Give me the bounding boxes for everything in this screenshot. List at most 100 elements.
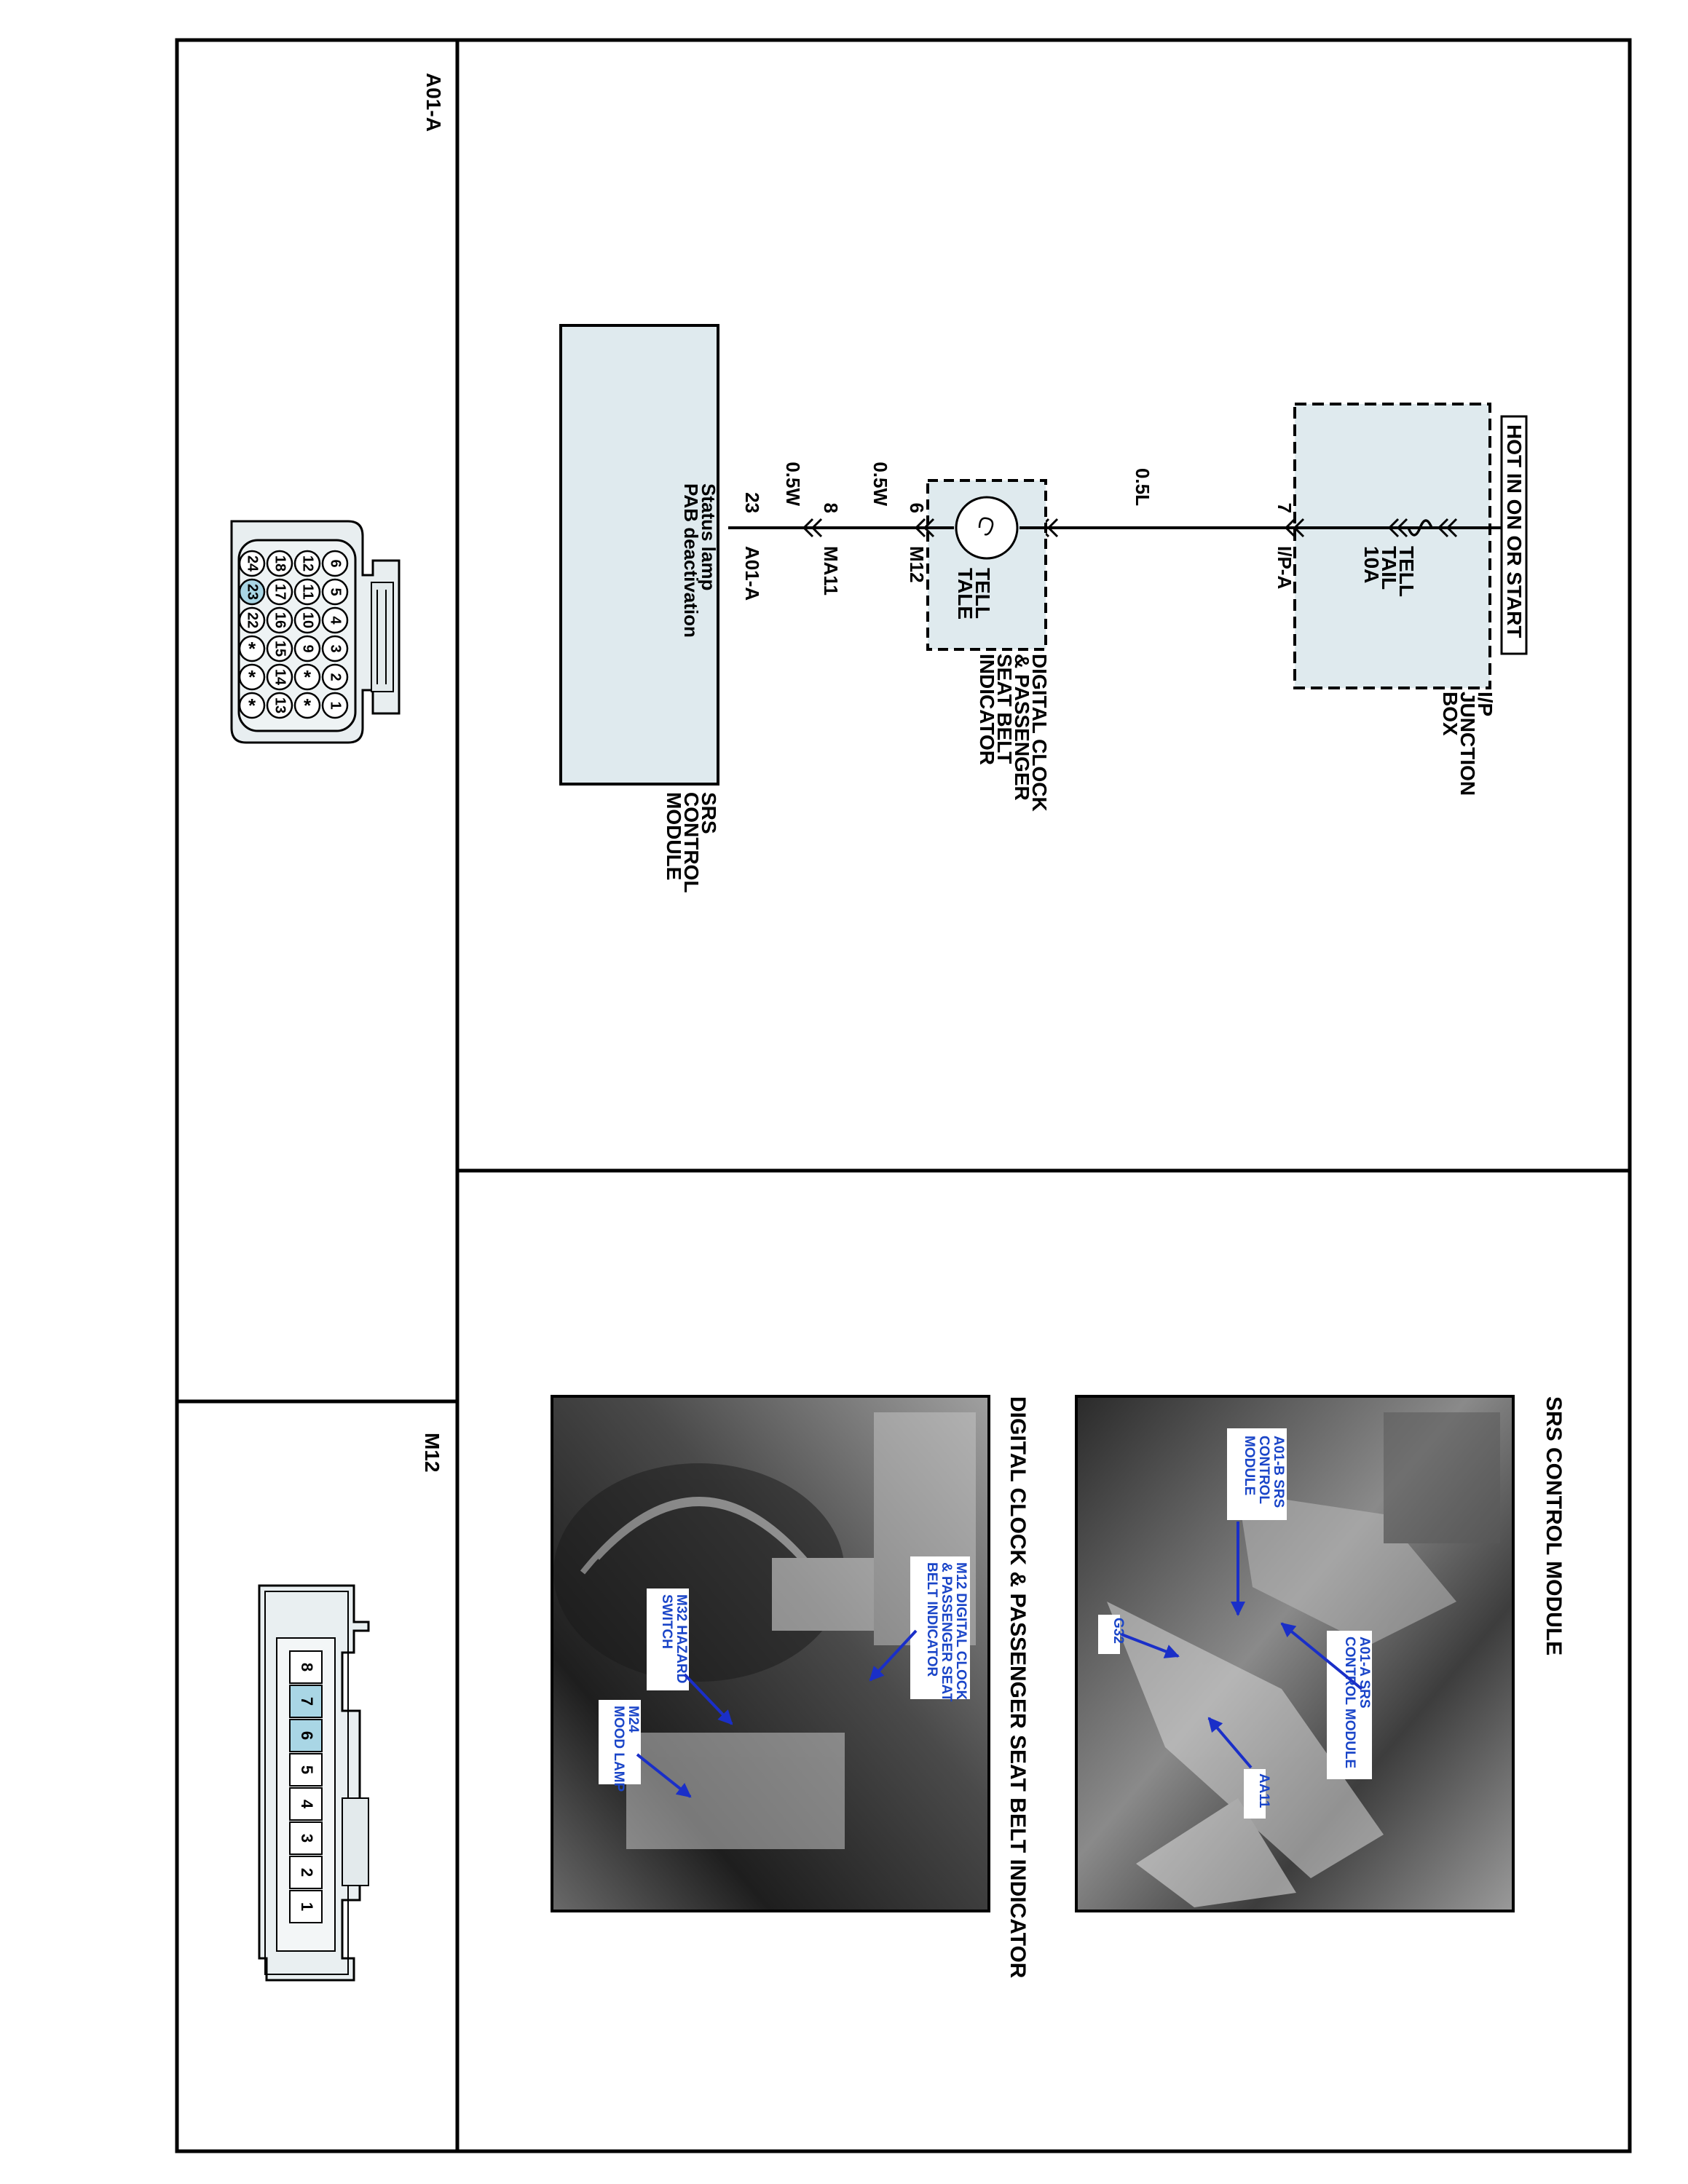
callout-m24-line2: MOOD LAMP [611,1706,626,1792]
svg-text:8: 8 [298,1663,316,1671]
m12-pin-1: 1 [289,1890,323,1923]
connector-ipa-icon [1284,518,1305,538]
a01a-pin-14: 14 [266,663,293,691]
svg-text:10: 10 [300,612,316,628]
svg-text:15: 15 [272,641,288,657]
svg-text:22: 22 [245,612,261,628]
a01a-pin-12: 12 [293,550,321,577]
a01a-pin-18: 18 [266,550,293,577]
callout-m24-line1: M24 [626,1706,641,1733]
junction-box-label-1: I/P [1474,692,1496,716]
callout-m12-line2: & PASSENGER SEAT [939,1562,954,1702]
svg-text:18: 18 [272,555,288,571]
svg-text:16: 16 [272,612,288,628]
a01a-pin-22: 22 [238,606,266,634]
a01a-pin-5: 5 [321,578,349,606]
fuse-label-2: TAIL [1378,546,1400,590]
wire-gauge-1: 0.5L [1132,468,1153,506]
svg-text:5: 5 [298,1765,316,1774]
callout-m32-line2: SWITCH [659,1594,674,1649]
a01a-pin-2: 2 [321,663,349,691]
a01a-pin-blank: * [293,663,321,691]
wire-gauge-2: 0.5W [869,462,891,506]
junction-box-label-2: JUNCTION [1456,692,1479,796]
a01a-pin-13: 13 [266,692,293,719]
callout-m12-line3: BELT INDICATOR [924,1562,939,1677]
indicator-label-3: SEAT BELT [993,654,1016,764]
svg-text:12: 12 [300,555,316,571]
connector-a01a-panel: A01-A 24 23 22 * * * 18 17 16 15 [230,73,445,744]
a01a-pin-1: 1 [321,692,349,719]
srs-module-label-3: MODULE [663,792,685,880]
svg-text:*: * [304,695,312,716]
svg-text:11: 11 [300,584,316,599]
svg-text:*: * [248,695,256,716]
srs-status-lamp-label: Status lamp [698,483,719,590]
hot-label-box [1500,415,1528,655]
callout-m32-line1: M32 HAZARD [674,1594,689,1683]
a01a-pin-number: 23 [741,492,763,513]
photo-clock-title: DIGITAL CLOCK & PASSENGER SEAT BELT INDI… [1006,1396,1030,1979]
callout-a01b-line2: CONTROL [1256,1436,1271,1504]
schematic: HOT IN ON OR START TELL TAIL 10A I/P JUN… [559,324,1528,893]
photo-srs-control-module: SRS CONTROL MODULE A01-B SRS CONTROL MOD… [1075,1395,1566,1912]
a01a-pin-6: 6 [321,550,349,577]
a01a-pin-blank: * [293,692,321,719]
callout-m32-arrow [683,1673,733,1725]
svg-text:14: 14 [272,669,288,686]
svg-text:24: 24 [245,555,261,572]
svg-text:5: 5 [328,587,344,596]
svg-text:4: 4 [328,616,344,625]
junction-box-label-3: BOX [1439,692,1462,736]
a01a-pin-11: 11 [293,578,321,606]
indicator-label-4: INDICATOR [976,654,998,765]
indicator-label-1: DIGITAL CLOCK [1028,654,1051,812]
ma11-connector-name: MA11 [820,546,842,596]
ma11-pin-number: 8 [820,503,842,513]
svg-text:7: 7 [298,1697,316,1706]
m12-pin-6: 6 [289,1719,323,1752]
connector-a01a-face: 24 23 22 * * * 18 17 16 15 14 13 12 11 1… [230,520,401,744]
callout-a01a-line1: A01-A SRS [1357,1637,1372,1709]
svg-text:3: 3 [328,644,344,652]
photo-digital-clock: DIGITAL CLOCK & PASSENGER SEAT BELT INDI… [551,1395,1030,1979]
callout-aa11: AA11 [1256,1773,1271,1808]
photo-srs-title: SRS CONTROL MODULE [1542,1396,1566,1655]
srs-pab-deactivation-label: PAB deactivation [680,483,702,638]
callout-m12-arrow [869,1629,918,1682]
srs-module-label-1: SRS [698,792,720,834]
tell-tale-label-1: TELL [971,568,994,619]
fuse-icon [1387,518,1458,538]
m12-pin-4: 4 [289,1787,323,1821]
a01a-pin-15: 15 [266,635,293,662]
connector-m12-panel: M12 8 7 6 5 4 3 2 1 [258,1433,443,1982]
indicator-label-2: & PASSENGER [1011,654,1033,801]
callout-m12-line1: M12 DIGITAL CLOCK [953,1562,969,1701]
svg-text:*: * [304,666,312,688]
a01a-pin-4: 4 [321,606,349,634]
svg-text:1: 1 [328,701,344,709]
a01a-pin-16: 16 [266,606,293,634]
connector-m12-out-icon [914,518,935,538]
a01a-pin-3: 3 [321,635,349,662]
callout-a01b-line1: A01-B SRS [1271,1436,1286,1508]
a01a-pin-blank: * [238,692,266,719]
callout-a01b-line3: MODULE [1242,1436,1257,1495]
a01a-pin-23: 23 [238,578,266,606]
svg-text:13: 13 [272,697,288,713]
m12-pin-2: 2 [289,1856,323,1889]
connector-m12-title: M12 [421,1433,443,1472]
fuse-rating: 10A [1360,546,1383,583]
hot-in-on-or-start-label: HOT IN ON OR START [1503,424,1526,638]
callout-aa11-arrow [1207,1717,1253,1769]
callout-m24-arrow [636,1753,692,1798]
srs-control-module-box [559,324,719,786]
m12-pin-8: 8 [289,1650,323,1684]
m12-out-pin-number: 6 [906,503,928,513]
svg-text:2: 2 [298,1868,316,1877]
m12-out-connector-name: M12 [906,546,928,583]
svg-text:1: 1 [298,1902,316,1911]
connector-m12-face: 8 7 6 5 4 3 2 1 [258,1584,370,1982]
m12-pin-5: 5 [289,1753,323,1787]
a01a-pin-blank: * [238,663,266,691]
